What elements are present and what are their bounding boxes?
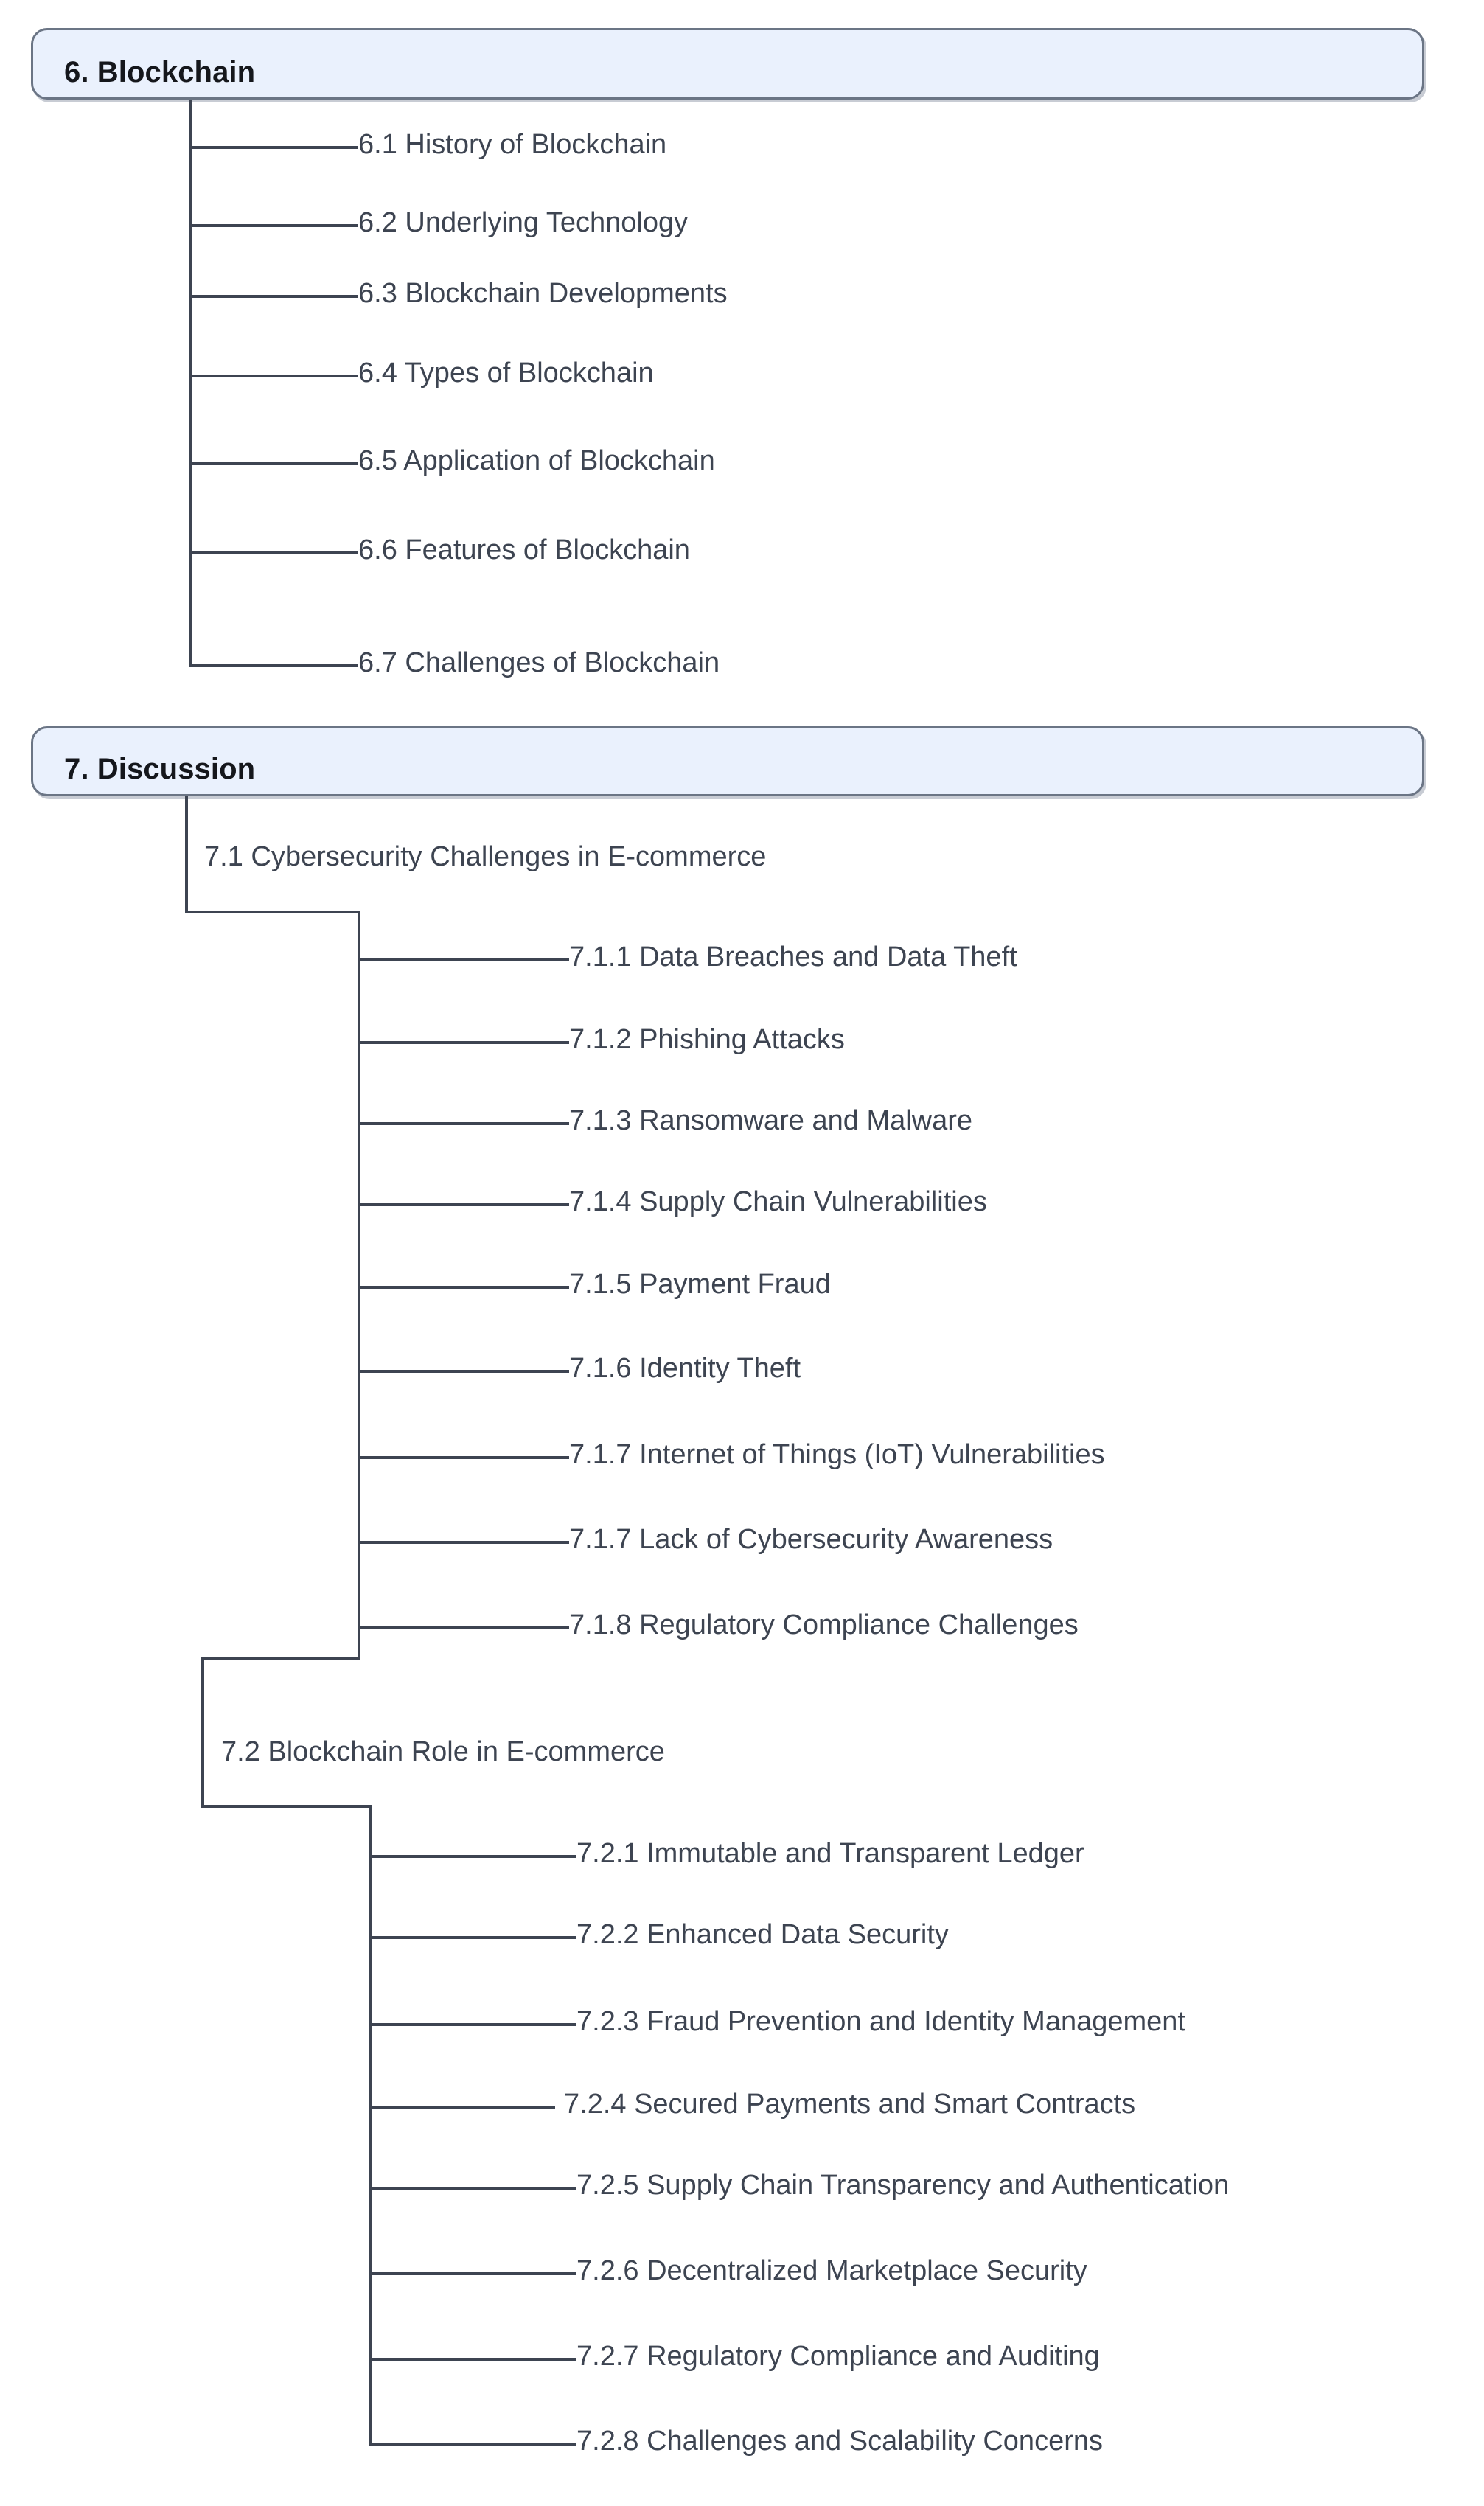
connector-7-1-1	[358, 958, 569, 961]
connector-7-1-2	[358, 1041, 569, 1044]
node-6-5[interactable]: 6.5 Application of Blockchain	[358, 445, 715, 476]
branch-7-2-label[interactable]: 7.2 Blockchain Role in E-commerce	[221, 1736, 665, 1767]
branch-7-1-label[interactable]: 7.1 Cybersecurity Challenges in E-commer…	[204, 841, 767, 872]
branch-7-2-trunk	[369, 1805, 372, 2446]
node-7-1-7-iot[interactable]: 7.1.7 Internet of Things (IoT) Vulnerabi…	[569, 1439, 1105, 1470]
node-7-2-4[interactable]: 7.2.4 Secured Payments and Smart Contrac…	[564, 2089, 1136, 2120]
node-6-2[interactable]: 6.2 Underlying Technology	[358, 207, 689, 238]
connector-6-1	[189, 146, 358, 149]
connector-7-2-4	[369, 2106, 555, 2109]
connector-7-2-3	[369, 2023, 576, 2026]
node-7-2-2[interactable]: 7.2.2 Enhanced Data Security	[576, 1919, 949, 1950]
connector-6-7	[189, 664, 358, 667]
connector-7-2-5	[369, 2187, 576, 2190]
connector-7-1-7a	[358, 1456, 569, 1459]
node-7-2-7[interactable]: 7.2.7 Regulatory Compliance and Auditing	[576, 2341, 1100, 2372]
connector-7-2-2	[369, 1936, 576, 1939]
node-7-1-2[interactable]: 7.1.2 Phishing Attacks	[569, 1024, 845, 1055]
section-6-trunk	[189, 100, 192, 667]
section-6-root-box[interactable]: 6. Blockchain	[31, 28, 1424, 100]
connector-7-1-4	[358, 1203, 569, 1206]
node-7-1-8[interactable]: 7.1.8 Regulatory Compliance Challenges	[569, 1609, 1079, 1640]
connector-7-2-8	[369, 2443, 576, 2446]
section-6-title: 6. Blockchain	[64, 56, 256, 88]
node-7-1-5[interactable]: 7.1.5 Payment Fraud	[569, 1269, 831, 1300]
node-6-4[interactable]: 6.4 Types of Blockchain	[358, 358, 654, 389]
connector-6-5	[189, 462, 358, 465]
connector-6-6	[189, 551, 358, 554]
connector-7-1-3	[358, 1122, 569, 1125]
node-7-1-4[interactable]: 7.1.4 Supply Chain Vulnerabilities	[569, 1186, 987, 1217]
node-7-2-6[interactable]: 7.2.6 Decentralized Marketplace Security	[576, 2255, 1087, 2286]
section-7-root-box[interactable]: 7. Discussion	[31, 726, 1424, 796]
branch-7-2-elbow-top	[201, 1657, 360, 1660]
connector-7-1-5	[358, 1286, 569, 1289]
connector-6-3	[189, 295, 358, 298]
connector-7-1-8	[358, 1626, 569, 1629]
connector-7-1-7b	[358, 1541, 569, 1544]
branch-7-2-elbow-bottom	[201, 1805, 372, 1808]
connector-6-2	[189, 224, 358, 227]
connector-7-2-1	[369, 1855, 576, 1858]
branch-7-1-trunk	[358, 911, 360, 1660]
node-7-2-5[interactable]: 7.2.5 Supply Chain Transparency and Auth…	[576, 2170, 1230, 2201]
node-7-2-3[interactable]: 7.2.3 Fraud Prevention and Identity Mana…	[576, 2006, 1185, 2037]
node-6-1[interactable]: 6.1 History of Blockchain	[358, 129, 667, 160]
branch-7-1-elbow	[185, 911, 360, 913]
node-7-1-3[interactable]: 7.1.3 Ransomware and Malware	[569, 1105, 973, 1136]
node-6-3[interactable]: 6.3 Blockchain Developments	[358, 278, 728, 309]
node-7-2-1[interactable]: 7.2.1 Immutable and Transparent Ledger	[576, 1838, 1084, 1869]
section-7-title: 7. Discussion	[64, 753, 256, 785]
branch-7-2-stem	[201, 1657, 204, 1808]
section-7-stem	[185, 796, 188, 913]
connector-7-2-7	[369, 2358, 576, 2361]
node-7-1-7-awareness[interactable]: 7.1.7 Lack of Cybersecurity Awareness	[569, 1524, 1053, 1555]
connector-7-2-6	[369, 2272, 576, 2275]
node-6-6[interactable]: 6.6 Features of Blockchain	[358, 535, 690, 565]
connector-7-1-6	[358, 1370, 569, 1373]
node-6-7[interactable]: 6.7 Challenges of Blockchain	[358, 647, 720, 678]
node-7-1-6[interactable]: 7.1.6 Identity Theft	[569, 1353, 801, 1384]
node-7-1-1[interactable]: 7.1.1 Data Breaches and Data Theft	[569, 942, 1017, 972]
node-7-2-8[interactable]: 7.2.8 Challenges and Scalability Concern…	[576, 2426, 1103, 2457]
connector-6-4	[189, 375, 358, 377]
